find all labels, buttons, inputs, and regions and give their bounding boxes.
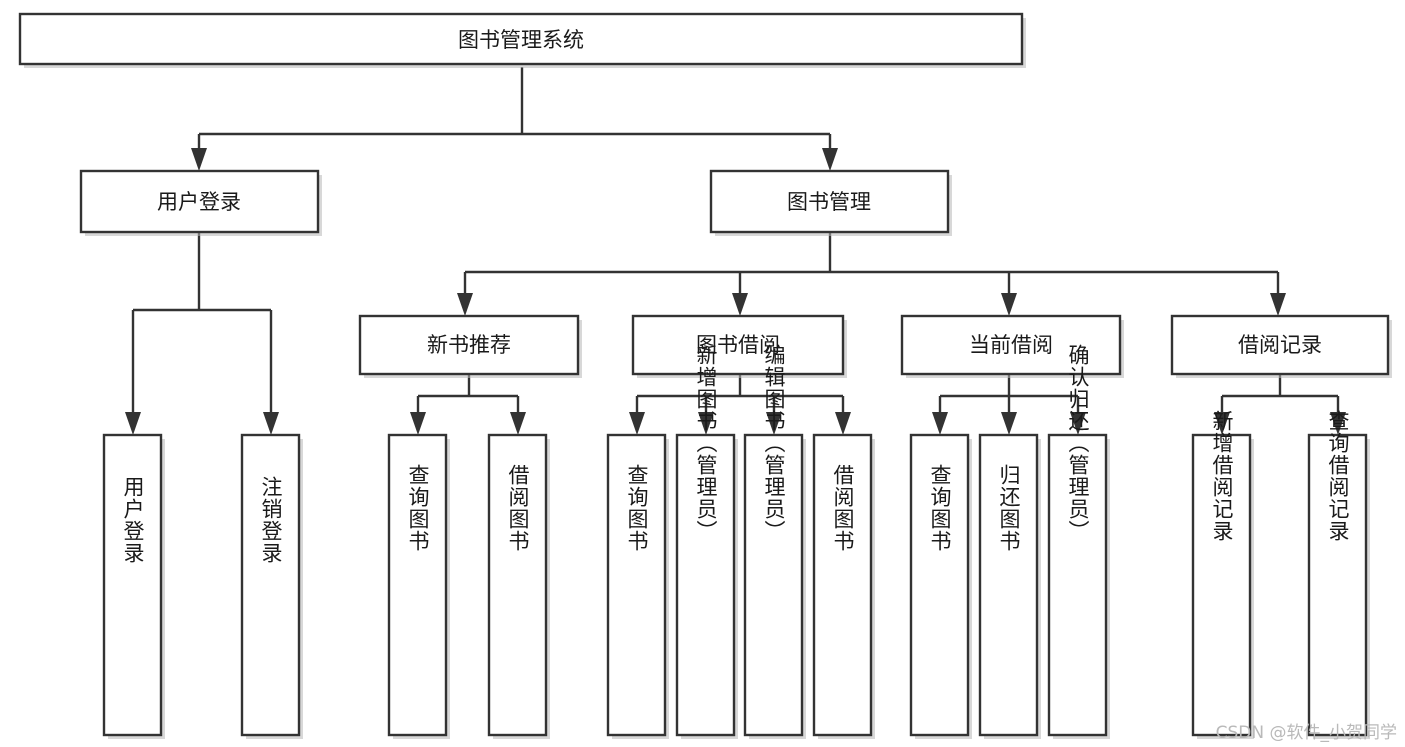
arrow-head-userlogin: [191, 148, 207, 171]
node-user-login-label: 用户登录: [157, 190, 241, 214]
arrow-head-borrowrecord: [1270, 293, 1286, 316]
arrow-head-newbook-l1: [410, 412, 426, 435]
arrow-head-bookborrow-l2: [698, 412, 714, 435]
arrow-head-currentborrow-l2: [1001, 412, 1017, 435]
node-root-label: 图书管理系统: [458, 28, 584, 52]
leaf-label: 查询图书: [625, 464, 649, 552]
node-borrow-record-box: [1170, 314, 1390, 376]
arrow-head-newbook-l2: [510, 412, 526, 435]
arrow-head-userlogin-leaf2: [263, 412, 279, 435]
leaf-box: [1307, 433, 1368, 737]
arrow-head-userlogin-leaf1: [125, 412, 141, 435]
node-new-book-recommend-box: [358, 314, 580, 376]
leaf-node[interactable]: 新增图书（管理员）: [675, 344, 738, 739]
arrow-head-borrowrecord-l2: [1330, 412, 1346, 435]
node-new-book-recommend[interactable]: 新书推荐: [358, 314, 582, 378]
arrow-head-borrowrecord-l1: [1214, 412, 1230, 435]
leaf-label: 归还图书: [997, 464, 1021, 552]
leaf-label: 查询借阅记录: [1326, 410, 1350, 542]
node-root[interactable]: 图书管理系统: [18, 12, 1026, 68]
arrow-head-currentborrow: [1001, 293, 1017, 316]
arrow-head-bookborrow-l1: [629, 412, 645, 435]
leaf-label: 编辑图书（管理员）: [762, 344, 786, 542]
leaf-box: [1047, 433, 1108, 737]
leaf-label: 借阅图书: [831, 464, 855, 552]
arrow-head-currentborrow-l3: [1070, 412, 1086, 435]
leaf-node[interactable]: 用户登录: [102, 433, 165, 739]
leaf-node[interactable]: 查询图书: [909, 433, 972, 739]
leaf-label: 查询图书: [928, 464, 952, 552]
leaf-node[interactable]: 注销登录: [240, 433, 303, 739]
arrow-head-bookborrow-l4: [835, 412, 851, 435]
leaf-box: [240, 433, 301, 737]
node-user-login-box: [79, 169, 320, 234]
leaf-box: [387, 433, 448, 737]
leaf-box: [675, 433, 736, 737]
leaf-label: 借阅图书: [506, 464, 530, 552]
leaf-box: [487, 433, 548, 737]
leaf-box: [909, 433, 970, 737]
leaf-node[interactable]: 借阅图书: [812, 433, 875, 739]
leaf-box: [743, 433, 804, 737]
leaf-node[interactable]: 查询图书: [606, 433, 669, 739]
leaf-box: [812, 433, 873, 737]
leaf-node[interactable]: 查询图书: [387, 433, 450, 739]
leaf-label: 用户登录: [121, 476, 145, 564]
leaf-node[interactable]: 查询借阅记录: [1307, 410, 1370, 739]
leaf-label: 注销登录: [259, 476, 283, 564]
node-borrow-record[interactable]: 借阅记录: [1170, 314, 1392, 378]
arrow-head-bookborrow: [732, 293, 748, 316]
node-current-borrow-box: [900, 314, 1122, 376]
node-user-login[interactable]: 用户登录: [79, 169, 322, 236]
leaf-node[interactable]: 编辑图书（管理员）: [743, 344, 806, 739]
leaf-label: 新增借阅记录: [1210, 410, 1234, 542]
leaf-label: 新增图书（管理员）: [694, 344, 718, 542]
node-root-box: [18, 12, 1024, 66]
node-book-management[interactable]: 图书管理: [709, 169, 952, 236]
leaf-node[interactable]: 归还图书: [978, 433, 1041, 739]
node-book-management-box: [709, 169, 950, 234]
leaf-node[interactable]: 新增借阅记录: [1191, 410, 1254, 739]
leaf-box: [606, 433, 667, 737]
leaf-box: [1191, 433, 1252, 737]
arrow-head-newbook: [457, 293, 473, 316]
node-book-borrow[interactable]: 图书借阅: [631, 314, 847, 378]
csdn-watermark: CSDN @软件_小贺同学: [1215, 723, 1397, 743]
node-new-book-recommend-label: 新书推荐: [427, 333, 511, 357]
leaf-box: [102, 433, 163, 737]
arrow-head-bookborrow-l3: [766, 412, 782, 435]
leaf-node[interactable]: 确认归还（管理员）: [1047, 344, 1110, 739]
node-current-borrow[interactable]: 当前借阅: [900, 314, 1124, 378]
node-book-management-label: 图书管理: [787, 190, 871, 214]
arrow-head-bookmgmt: [822, 148, 838, 171]
leaf-box: [978, 433, 1039, 737]
node-current-borrow-label: 当前借阅: [969, 333, 1053, 357]
leaf-node[interactable]: 借阅图书: [487, 433, 550, 739]
connector-group: [125, 67, 1346, 435]
node-book-borrow-label: 图书借阅: [696, 333, 780, 357]
leaf-label: 确认归还（管理员）: [1066, 344, 1090, 542]
leaf-label: 查询图书: [406, 464, 430, 552]
node-book-borrow-box: [631, 314, 845, 376]
node-borrow-record-label: 借阅记录: [1238, 333, 1322, 357]
arrow-head-currentborrow-l1: [932, 412, 948, 435]
